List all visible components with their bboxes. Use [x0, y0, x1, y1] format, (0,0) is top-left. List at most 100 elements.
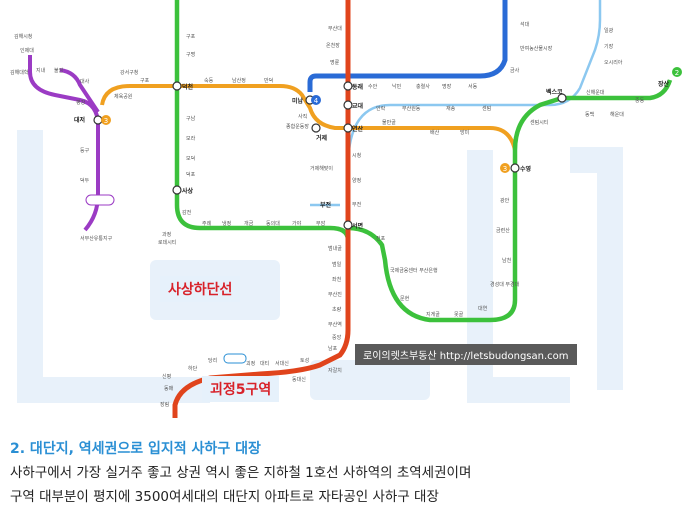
subway-map: 2 3 3 4 부산대 온천장 명륜 동래 교대 연산 시청 양정 부전 서면 …: [10, 0, 682, 418]
svg-text:서동: 서동: [468, 83, 478, 90]
svg-text:거제해맞이: 거제해맞이: [310, 165, 333, 172]
svg-text:냉정: 냉정: [222, 220, 231, 227]
svg-text:부암: 부암: [316, 220, 326, 227]
svg-text:낙민: 낙민: [392, 83, 402, 90]
background-watermark: [17, 130, 623, 403]
svg-text:동의대: 동의대: [266, 220, 280, 227]
line2-labels: 사상 감전 주례 냉정 개금 동의대 가야 부암 전포 국제금융센터 부산은행 …: [182, 80, 670, 318]
svg-text:구명: 구명: [186, 51, 195, 58]
busan-gimhae-line-top: [59, 68, 100, 114]
svg-text:4: 4: [314, 97, 319, 105]
section-line-2: 구역 대부분이 평지에 3500여세대의 대단지 아파트로 자타공인 사하구 대…: [10, 489, 439, 505]
east-sea-labels: 거제해맞이 부전 안락 부산원동 재송 센텀 신해운대 석대 반여농산물시장 일…: [310, 21, 623, 209]
svg-text:양정: 양정: [352, 177, 361, 184]
svg-text:3: 3: [104, 117, 108, 125]
airport-tag: [85, 194, 115, 206]
svg-text:중앙: 중앙: [332, 334, 342, 341]
svg-text:동매: 동매: [164, 385, 174, 392]
section-line-1: 사하구에서 가장 실거주 좋고 상권 역시 좋은 지하철 1호선 사하역의 초역…: [10, 465, 472, 481]
svg-text:대저: 대저: [74, 116, 85, 124]
svg-text:감전: 감전: [182, 209, 192, 216]
svg-text:모라: 모라: [186, 135, 196, 142]
svg-text:구포: 구포: [186, 34, 196, 40]
svg-text:로데시티: 로데시티: [158, 239, 176, 246]
svg-text:부산대: 부산대: [328, 25, 342, 32]
svg-text:동백: 동백: [585, 111, 595, 118]
svg-text:하단: 하단: [188, 365, 198, 372]
svg-text:자갈치: 자갈치: [328, 367, 342, 374]
svg-text:시청: 시청: [352, 153, 361, 159]
svg-text:연산: 연산: [352, 125, 364, 133]
svg-text:대티: 대티: [260, 360, 269, 367]
svg-text:남포: 남포: [328, 345, 338, 352]
svg-text:기장: 기장: [604, 43, 614, 50]
svg-text:배산: 배산: [430, 129, 440, 136]
svg-text:충렬사: 충렬사: [416, 83, 430, 90]
svg-text:부산진: 부산진: [328, 291, 342, 298]
svg-text:김해대학: 김해대학: [10, 69, 29, 76]
svg-text:대연: 대연: [478, 305, 488, 312]
svg-text:불암: 불암: [54, 67, 64, 74]
line3-west: [100, 84, 131, 106]
svg-text:못골: 못골: [454, 312, 464, 318]
svg-text:오시리아: 오시리아: [604, 59, 623, 66]
svg-text:부산원동: 부산원동: [402, 105, 421, 112]
map-credit: 로이의렛츠부동산 http://letsbudongsan.com: [355, 344, 577, 365]
svg-text:금사: 금사: [510, 67, 520, 74]
misc-labels: 강서구청 체육공원 구포 구명 구남 모라 모덕 덕포 과정 로데시티: [114, 34, 196, 246]
svg-text:지내: 지내: [36, 67, 46, 74]
svg-text:전포: 전포: [376, 235, 386, 242]
svg-text:부전: 부전: [320, 201, 332, 209]
svg-text:수영: 수영: [520, 165, 531, 173]
svg-text:당리: 당리: [208, 357, 217, 364]
svg-text:구남: 구남: [186, 115, 196, 122]
svg-text:덕포: 덕포: [186, 171, 196, 178]
svg-text:개금: 개금: [244, 220, 254, 227]
svg-text:초량: 초량: [332, 306, 342, 313]
svg-text:신해운대: 신해운대: [586, 89, 605, 96]
svg-text:서부산유통지구: 서부산유통지구: [80, 235, 113, 242]
svg-text:등구: 등구: [80, 148, 90, 154]
svg-text:남산정: 남산정: [232, 77, 246, 84]
svg-text:덕두: 덕두: [80, 177, 90, 184]
svg-text:미남: 미남: [292, 97, 304, 105]
svg-text:범내골: 범내골: [328, 245, 342, 252]
svg-text:가야: 가야: [292, 220, 302, 227]
svg-text:2: 2: [675, 69, 679, 77]
svg-text:사상: 사상: [182, 187, 194, 195]
svg-text:석대: 석대: [520, 21, 530, 28]
svg-text:장산: 장산: [658, 80, 670, 88]
subway-map-svg: 2 3 3 4 부산대 온천장 명륜 동래 교대 연산 시청 양정 부전 서면 …: [10, 0, 682, 418]
svg-text:지게골: 지게골: [426, 311, 440, 318]
svg-text:주례: 주례: [202, 220, 212, 227]
line2: [174, 0, 673, 323]
svg-text:신평: 신평: [162, 373, 171, 380]
svg-text:만덕: 만덕: [264, 77, 273, 84]
svg-text:일광: 일광: [604, 27, 614, 34]
svg-text:명륜: 명륜: [330, 59, 340, 66]
svg-text:명장: 명장: [442, 83, 452, 90]
svg-text:토성: 토성: [300, 357, 309, 364]
svg-text:평강: 평강: [76, 99, 86, 106]
svg-text:3: 3: [503, 165, 507, 173]
svg-text:인제대: 인제대: [20, 47, 34, 54]
svg-text:체육공원: 체육공원: [114, 93, 133, 100]
svg-text:괴정: 괴정: [246, 360, 255, 367]
svg-text:장림: 장림: [160, 401, 169, 408]
svg-text:대사: 대사: [80, 78, 90, 85]
line4: [307, 0, 508, 92]
svg-text:범일: 범일: [332, 261, 342, 268]
svg-text:서대신: 서대신: [275, 360, 289, 367]
svg-text:경성대 부경대: 경성대 부경대: [490, 281, 520, 288]
line1-labels: 부산대 온천장 명륜 동래 교대 연산 시청 양정 부전 서면 범내골 범일 좌…: [160, 25, 364, 408]
svg-text:중동: 중동: [635, 98, 645, 104]
area-label-goejeong5: 괴정5구역: [202, 376, 280, 402]
line-number-badges: 2 3 3 4: [101, 67, 682, 173]
svg-text:김해시청: 김해시청: [14, 33, 32, 40]
svg-text:교대: 교대: [352, 102, 364, 110]
svg-text:센텀: 센텀: [482, 105, 491, 112]
svg-text:센텀시티: 센텀시티: [530, 119, 548, 126]
svg-text:덕천: 덕천: [182, 83, 194, 91]
svg-text:망미: 망미: [460, 129, 469, 136]
line3: [130, 84, 517, 168]
